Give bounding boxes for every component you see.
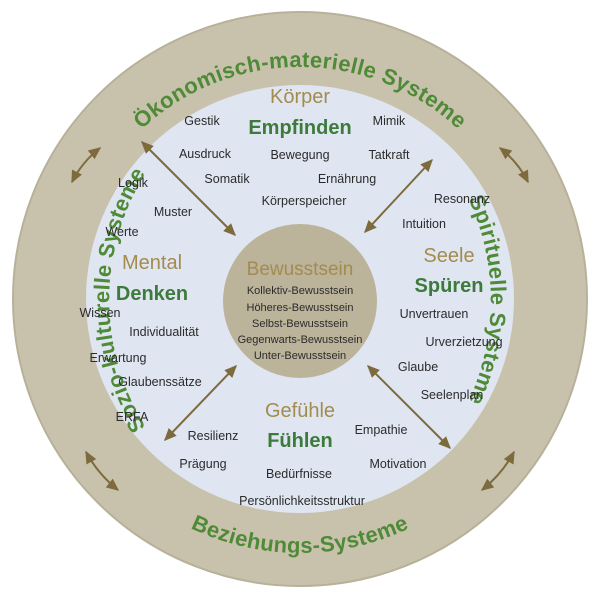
ring-arrow-top-left bbox=[71, 147, 102, 184]
word-seele: Resonanz bbox=[434, 192, 490, 206]
word-koerper: Ausdruck bbox=[179, 147, 232, 161]
section-title-gefuehle: Gefühle bbox=[265, 400, 335, 422]
core-line: Selbst-Bewusstsein bbox=[252, 318, 348, 330]
core-line: Kollektiv-Bewusstsein bbox=[247, 285, 353, 297]
word-gefuehle: Motivation bbox=[370, 457, 427, 471]
word-koerper: Ernährung bbox=[318, 172, 376, 186]
word-mental: Glaubenssätze bbox=[118, 375, 201, 389]
word-gefuehle: Bedürfnisse bbox=[266, 467, 332, 481]
word-gefuehle: Resilienz bbox=[188, 429, 239, 443]
core-line: Gegenwarts-Bewusstsein bbox=[238, 334, 363, 346]
section-subtitle-gefuehle: Fühlen bbox=[267, 430, 333, 452]
section-title-mental: Mental bbox=[122, 252, 182, 274]
word-gefuehle: Prägung bbox=[179, 457, 226, 471]
section-subtitle-koerper: Empfinden bbox=[248, 117, 351, 139]
arrow-bottom-left bbox=[164, 364, 237, 442]
word-koerper: Gestik bbox=[184, 114, 220, 128]
ring-arrow-top-right bbox=[498, 147, 529, 184]
core-line: Höheres-Bewusstsein bbox=[247, 302, 354, 314]
section-title-seele: Seele bbox=[423, 245, 474, 267]
word-mental: Individualität bbox=[129, 325, 199, 339]
core-circle bbox=[223, 224, 377, 378]
word-koerper: Tatkraft bbox=[369, 148, 411, 162]
word-mental: Wissen bbox=[80, 306, 121, 320]
word-koerper: Mimik bbox=[373, 114, 406, 128]
word-seele: Seelenplan bbox=[421, 388, 484, 402]
word-koerper: Somatik bbox=[204, 172, 250, 186]
word-koerper: Körperspeicher bbox=[262, 194, 347, 208]
section-title-koerper: Körper bbox=[270, 86, 330, 108]
ring-arrow-bottom-left bbox=[85, 450, 120, 491]
section-subtitle-mental: Denken bbox=[116, 283, 188, 305]
arrow-top-left bbox=[141, 141, 236, 236]
ring-arrow-bottom-right bbox=[480, 450, 515, 491]
word-seele: Glaube bbox=[398, 360, 438, 374]
word-seele: Intuition bbox=[402, 217, 446, 231]
word-seele: Urverzietzung bbox=[425, 335, 502, 349]
word-mental: Erwartung bbox=[90, 351, 147, 365]
core-line: Unter-Bewusstsein bbox=[254, 350, 346, 362]
word-mental: Muster bbox=[154, 205, 192, 219]
core-title: Bewusstsein bbox=[247, 259, 354, 280]
word-koerper: Bewegung bbox=[270, 148, 329, 162]
arrow-bottom-right bbox=[367, 365, 451, 449]
word-mental: Werte bbox=[105, 225, 138, 239]
word-seele: Unvertrauen bbox=[400, 307, 469, 321]
section-subtitle-seele: Spüren bbox=[415, 275, 484, 297]
word-gefuehle: Persönlichkeitsstruktur bbox=[239, 494, 365, 508]
arrow-top-right bbox=[364, 158, 433, 234]
word-gefuehle: Empathie bbox=[355, 423, 408, 437]
word-mental: Logik bbox=[118, 176, 149, 190]
word-mental: ERFA bbox=[116, 410, 149, 424]
